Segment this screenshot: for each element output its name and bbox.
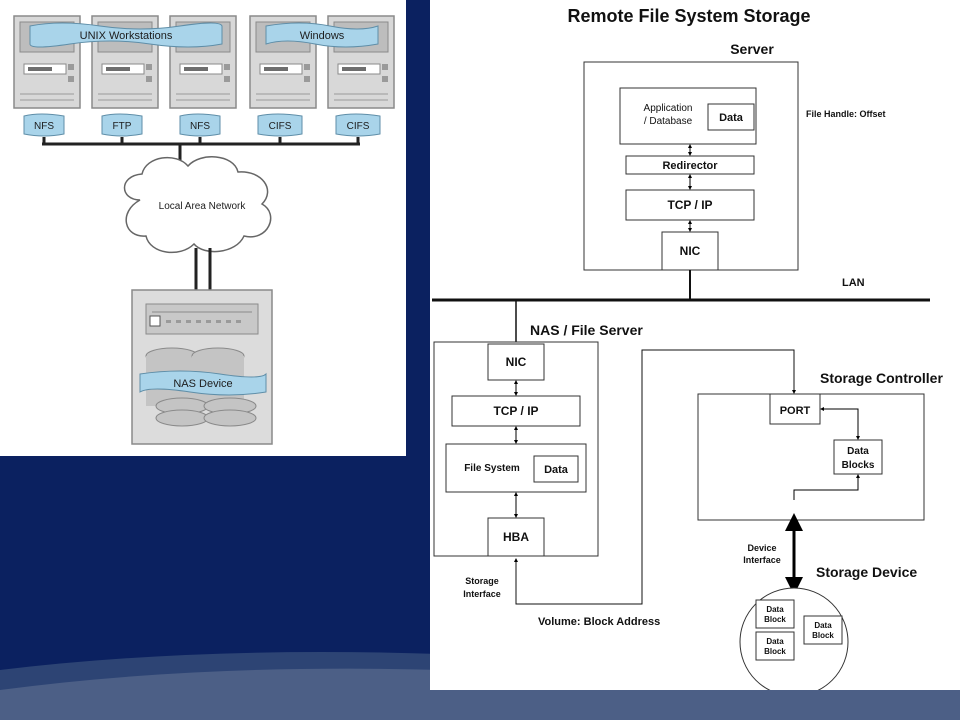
nas-nic-label: NIC [506, 355, 527, 369]
svg-text:Data: Data [766, 605, 784, 614]
unix-workstations-label: UNIX Workstations [80, 30, 173, 42]
data-blocks-label: Data [847, 446, 869, 457]
protocol-tag-2: FTP [101, 113, 143, 137]
protocol-tag-1: NFS [23, 113, 65, 137]
server-data-label: Data [719, 112, 744, 124]
diagram-title: Remote File System Storage [567, 6, 810, 26]
port-box [769, 393, 821, 425]
svg-text:Data: Data [814, 621, 832, 630]
nas-tcpip-label: TCP / IP [493, 404, 538, 418]
svg-text:NFS: NFS [34, 121, 54, 132]
database-label: / Database [644, 116, 693, 127]
data-blocks-label-2: Blocks [842, 460, 875, 471]
server-tcpip-label: TCP / IP [667, 198, 712, 212]
windows-banner [265, 22, 379, 48]
lan-label: LAN [842, 277, 865, 289]
lan-cloud [123, 156, 272, 254]
lan-cloud-label: Local Area Network [159, 201, 247, 212]
device-interface-label-2: Interface [743, 555, 781, 565]
application-label: Application [644, 103, 693, 114]
nas-data-label: Data [544, 464, 569, 476]
server-nic-label: NIC [680, 244, 701, 258]
svg-text:Block: Block [764, 647, 786, 656]
storage-interface-label-2: Interface [463, 589, 501, 599]
data-block-1: Data Block [755, 599, 795, 629]
server-nic-box [661, 231, 719, 271]
volume-block-address-label: Volume: Block Address [538, 616, 660, 628]
storage-controller-label: Storage Controller [820, 370, 943, 386]
svg-text:Data: Data [766, 637, 784, 646]
hba-label: HBA [503, 530, 529, 544]
svg-text:NFS: NFS [190, 121, 210, 132]
nas-file-server-label: NAS / File Server [530, 322, 643, 338]
svg-text:CIFS: CIFS [347, 121, 370, 132]
data-block-3: Data Block [755, 631, 795, 661]
nas-device-banner [139, 370, 267, 396]
server-tcpip-box [625, 189, 755, 221]
protocol-tag-3: NFS [179, 113, 221, 137]
port-label: PORT [780, 405, 811, 417]
nas-network-panel: UNIX Workstations Windows NFS FTP NFS CI… [0, 0, 406, 456]
svg-text:Block: Block [812, 631, 834, 640]
svg-text:CIFS: CIFS [269, 121, 292, 132]
remote-storage-diagram: Remote File System Storage Server Applic… [432, 6, 943, 697]
remote-storage-panel: Remote File System Storage Server Applic… [430, 0, 960, 697]
unix-workstations-banner [29, 22, 223, 48]
protocol-tag-4: CIFS [257, 113, 303, 137]
file-handle-label: File Handle: Offset [806, 109, 886, 119]
svg-text:Block: Block [764, 615, 786, 624]
network-bus [42, 137, 360, 170]
file-system-label: File System [464, 463, 520, 474]
nas-device: NAS Device [131, 289, 273, 445]
server-label: Server [730, 41, 774, 57]
server-data-box [707, 103, 755, 131]
nas-nic-box [487, 343, 545, 381]
windows-label: Windows [300, 30, 345, 42]
data-blocks-box [833, 439, 883, 475]
svg-text:FTP: FTP [113, 121, 132, 132]
redirector-label: Redirector [662, 160, 718, 172]
storage-interface-path [514, 349, 796, 605]
storage-device-label: Storage Device [816, 564, 917, 580]
nas-network-diagram: UNIX Workstations Windows NFS FTP NFS CI… [13, 15, 395, 445]
protocol-tag-5: CIFS [335, 113, 381, 137]
data-block-2: Data Block [803, 615, 843, 645]
nas-link [194, 248, 212, 290]
storage-interface-label: Storage [465, 576, 499, 586]
controller-arrows [793, 407, 860, 500]
device-interface-label: Device [747, 543, 776, 553]
nas-device-label: NAS Device [173, 378, 232, 390]
